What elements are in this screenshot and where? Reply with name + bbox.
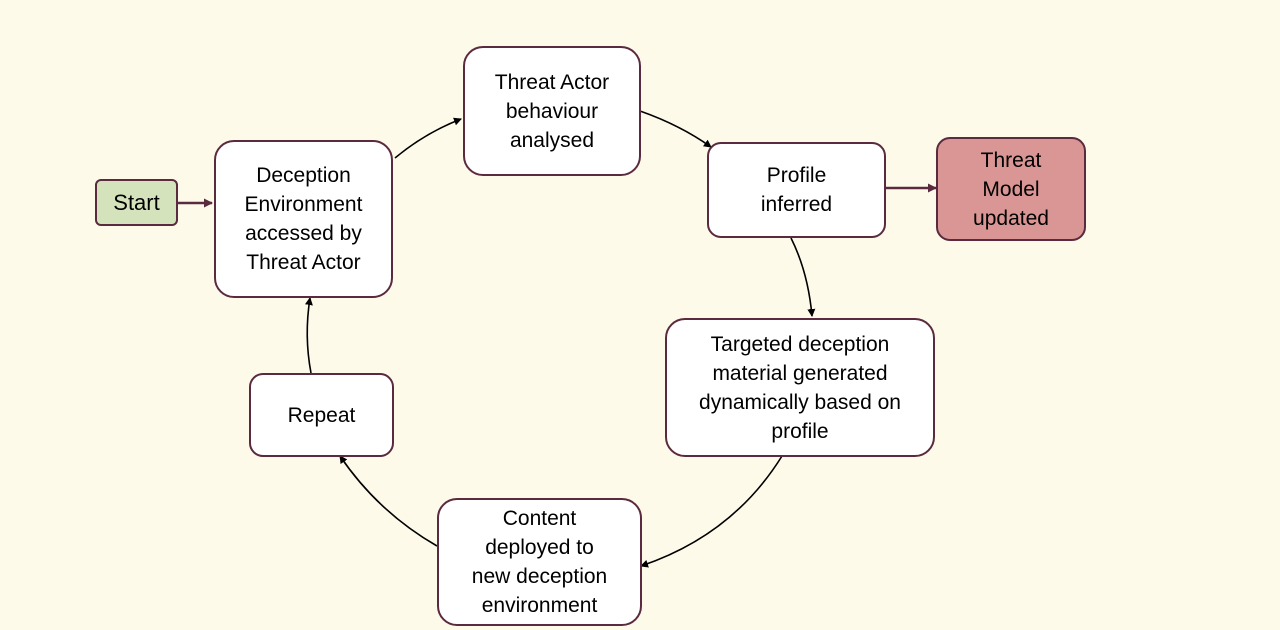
profile-inferred-node: Profile inferred (707, 142, 886, 238)
edge-accessed-to-analysed (394, 117, 462, 159)
edge-repeat-to-accessed (304, 297, 313, 374)
content-deployed-node: Content deployed to new deception enviro… (437, 498, 642, 626)
deception-environment-accessed-node: Deception Environment accessed by Threat… (214, 140, 393, 298)
threat-actor-behaviour-analysed-node: Threat Actor behaviour analysed (463, 46, 641, 176)
repeat-node: Repeat (249, 373, 394, 457)
threat-model-updated-node: Threat Model updated (936, 137, 1086, 241)
edge-profile-to-targeted (790, 237, 816, 317)
start-node: Start (95, 179, 178, 226)
edge-content-to-repeat (339, 455, 438, 547)
targeted-deception-material-node: Targeted deception material generated dy… (665, 318, 935, 457)
edge-analysed-to-profile (639, 110, 712, 148)
edge-targeted-to-content (640, 455, 783, 568)
